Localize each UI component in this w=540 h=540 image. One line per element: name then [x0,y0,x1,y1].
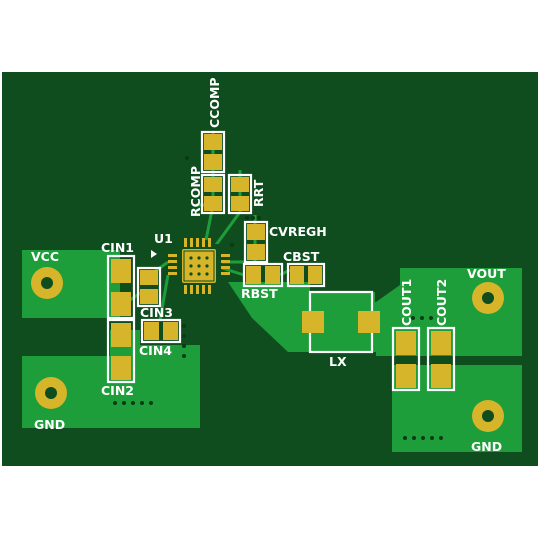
rrt-label: RRT [251,179,266,207]
cout2-label: COUT2 [434,279,449,326]
cin3-component [136,266,162,308]
vcc-label: VCC [31,249,59,264]
cin1-label: CIN1 [101,240,134,255]
cbst-label: CBST [283,249,320,264]
cvregh-component [243,220,269,264]
vias [113,156,443,440]
rbst-component [242,262,284,288]
lx-inductor [302,290,380,354]
ccomp-component [200,130,226,174]
cin2-component [106,318,136,384]
u1-pins [168,238,230,294]
cout1-component [391,326,421,392]
vout-label: VOUT [467,266,506,281]
u1-thermal-vias [189,256,209,276]
vcc-pour [22,250,120,318]
ccomp-label: CCOMP [207,77,222,128]
cin2-label: CIN2 [101,383,134,398]
vout-terminal [472,282,504,314]
u1-ic [151,238,230,294]
cout1-label: COUT1 [399,279,414,326]
gnd-left-label: GND [34,417,65,432]
rcomp-component [200,173,226,215]
rbst-label: RBST [241,286,278,301]
cin4-component [140,318,182,344]
rrt-component [227,173,253,215]
silkscreen-labels: VCC GND VOUT GND U1 CIN1 CIN2 CIN3 CIN4 … [31,77,506,454]
rcomp-label: RCOMP [188,166,203,217]
lx-label: LX [329,354,347,369]
vcc-terminal [31,267,63,299]
cin4-label: CIN4 [139,343,172,358]
cin1-component [106,254,136,320]
pin1-marker [151,250,157,258]
cvregh-label: CVREGH [269,224,327,239]
u1-label: U1 [154,231,173,246]
gnd-left-terminal [35,377,67,409]
gnd-right-label: GND [471,439,502,454]
cin3-label: CIN3 [140,305,173,320]
cout2-component [426,326,456,392]
gnd-right-terminal [472,400,504,432]
cbst-component [286,262,326,288]
